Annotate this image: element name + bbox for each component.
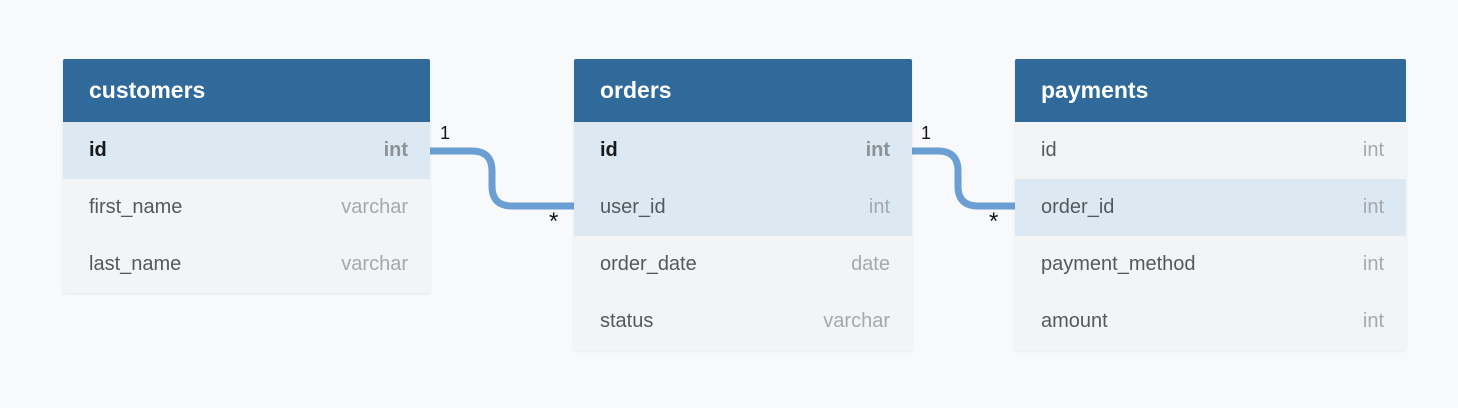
field-name: order_id	[1041, 196, 1115, 218]
field-row-first-name[interactable]: first_name varchar	[63, 179, 430, 236]
cardinality-label-many: *	[549, 208, 559, 235]
field-row-id[interactable]: id int	[1015, 122, 1406, 179]
table-title: orders	[600, 77, 672, 103]
table-header[interactable]: payments	[1015, 59, 1406, 122]
field-name: amount	[1041, 310, 1108, 332]
field-name: id	[89, 139, 107, 161]
relationship-line-customers-orders[interactable]	[430, 147, 576, 210]
field-type: varchar	[341, 253, 408, 275]
field-type: int	[865, 139, 890, 161]
field-type: date	[851, 253, 890, 275]
field-row-user-id[interactable]: user_id int	[574, 179, 912, 236]
table-title: payments	[1041, 77, 1149, 103]
field-name: id	[600, 139, 618, 161]
field-type: int	[383, 139, 408, 161]
table-header[interactable]: orders	[574, 59, 912, 122]
field-name: payment_method	[1041, 253, 1196, 275]
field-type: varchar	[823, 310, 890, 332]
field-row-id[interactable]: id int	[574, 122, 912, 179]
field-row-payment-method[interactable]: payment_method int	[1015, 236, 1406, 293]
field-row-id[interactable]: id int	[63, 122, 430, 179]
cardinality-label-one: 1	[921, 123, 932, 143]
field-type: int	[1362, 196, 1384, 218]
field-row-order-date[interactable]: order_date date	[574, 236, 912, 293]
field-name: id	[1041, 139, 1057, 161]
field-type: varchar	[341, 196, 408, 218]
field-type: int	[1362, 310, 1384, 332]
field-type: int	[1362, 139, 1384, 161]
table-customers[interactable]: customers id int first_name varchar last…	[63, 59, 430, 293]
field-name: last_name	[89, 253, 182, 275]
table-payments[interactable]: payments id int order_id int payment_met…	[1015, 59, 1406, 350]
table-orders[interactable]: orders id int user_id int order_date dat…	[574, 59, 912, 350]
table-header[interactable]: customers	[63, 59, 430, 122]
table-title: customers	[89, 77, 206, 103]
field-row-order-id[interactable]: order_id int	[1015, 179, 1406, 236]
field-row-status[interactable]: status varchar	[574, 293, 912, 350]
field-row-last-name[interactable]: last_name varchar	[63, 236, 430, 293]
field-name: order_date	[600, 253, 697, 275]
cardinality-label-one: 1	[440, 123, 451, 143]
field-name: status	[600, 310, 654, 332]
field-type: int	[1362, 253, 1384, 275]
field-name: user_id	[600, 196, 666, 218]
field-type: int	[868, 196, 890, 218]
cardinality-label-many: *	[989, 208, 999, 235]
relationship-line-orders-payments[interactable]	[912, 147, 1017, 210]
field-row-amount[interactable]: amount int	[1015, 293, 1406, 350]
field-name: first_name	[89, 196, 183, 218]
